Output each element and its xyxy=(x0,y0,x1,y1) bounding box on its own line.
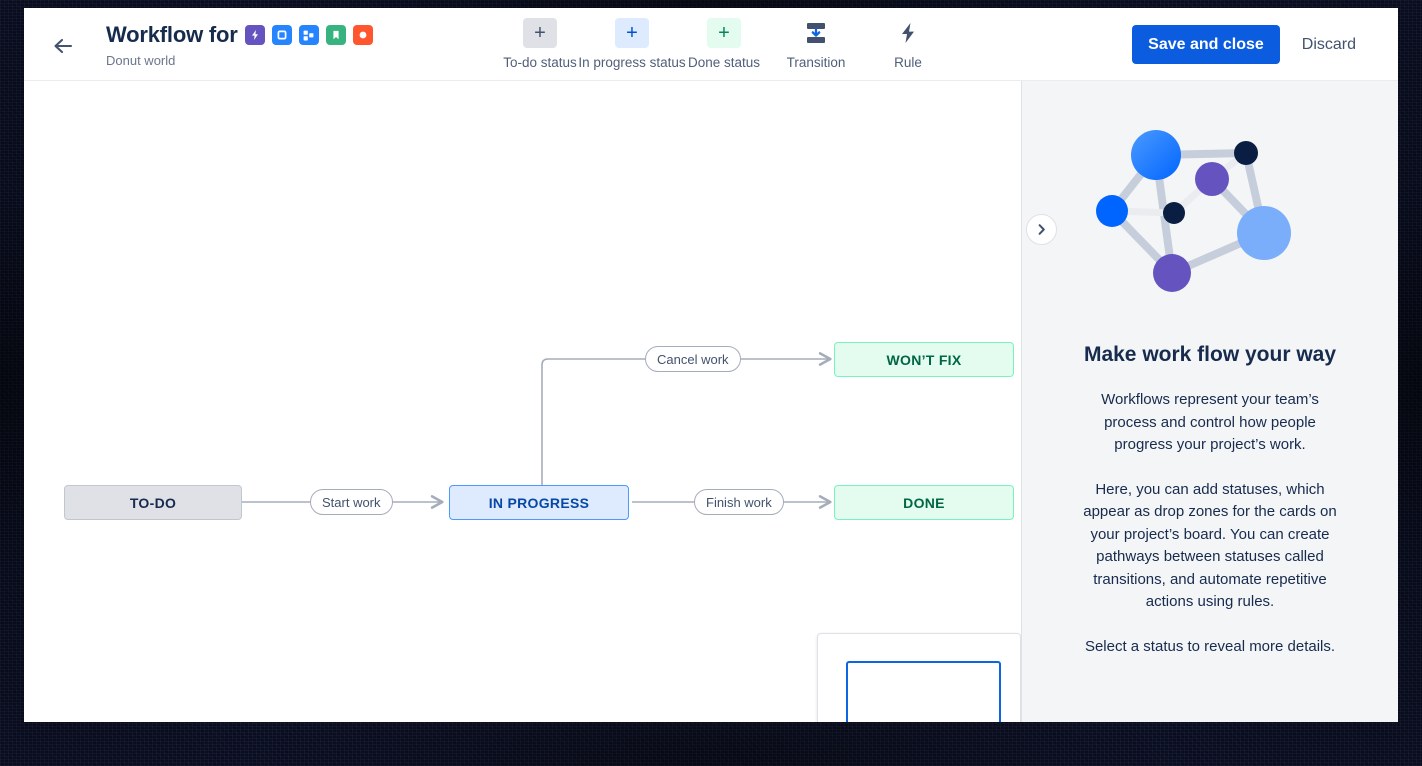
connector-lines xyxy=(242,352,832,509)
plus-icon: + xyxy=(523,18,557,48)
add-todo-status-button[interactable]: + To-do status xyxy=(494,18,586,70)
save-and-close-button[interactable]: Save and close xyxy=(1132,25,1280,64)
info-side-panel: Make work flow your way Workflows repres… xyxy=(1022,81,1398,722)
minimap-panel[interactable] xyxy=(817,633,1021,722)
editor-toolbar: + To-do status + In progress status + Do… xyxy=(494,18,954,70)
status-node-in-progress[interactable]: IN PROGRESS xyxy=(449,485,629,520)
plus-icon: + xyxy=(615,18,649,48)
add-in-progress-status-button[interactable]: + In progress status xyxy=(578,18,686,70)
plus-icon: + xyxy=(707,18,741,48)
chevron-right-icon[interactable] xyxy=(1026,214,1057,245)
panel-paragraph-1: Workflows represent your team’s process … xyxy=(1101,391,1319,453)
workflow-editor-window: Workflow for xyxy=(24,8,1398,722)
panel-paragraph-3: Select a status to reveal more details. xyxy=(1084,637,1336,655)
transition-pill-cancel-work[interactable]: Cancel work xyxy=(645,346,741,372)
transition-pill-start-work[interactable]: Start work xyxy=(310,489,393,515)
toolbar-label: To-do status xyxy=(503,55,577,70)
add-rule-button[interactable]: Rule xyxy=(862,18,954,70)
add-transition-button[interactable]: Transition xyxy=(770,18,862,70)
status-node-done[interactable]: DONE xyxy=(834,485,1014,520)
add-done-status-button[interactable]: + Done status xyxy=(678,18,770,70)
status-node-todo[interactable]: TO-DO xyxy=(64,485,242,520)
app-header: Workflow for xyxy=(24,8,1398,81)
toolbar-label: Transition xyxy=(786,55,846,70)
transition-pill-finish-work[interactable]: Finish work xyxy=(694,489,784,515)
panel-heading: Make work flow your way xyxy=(1083,343,1337,366)
toolbar-label: In progress status xyxy=(578,55,686,70)
header-actions: Save and close Discard xyxy=(1132,25,1370,64)
workflow-canvas[interactable]: TO-DO IN PROGRESS DONE WON’T FIX Start w… xyxy=(24,81,1021,722)
circle-filled-icon xyxy=(352,25,373,45)
toolbar-label: Done status xyxy=(687,55,761,70)
workflow-network-illustration xyxy=(1096,130,1291,292)
square-outline-icon xyxy=(271,25,292,45)
minimap-viewport-rect[interactable] xyxy=(846,661,1001,722)
panel-divider xyxy=(1021,81,1022,722)
page-title: Workflow for xyxy=(106,22,238,47)
lightning-bolt-icon xyxy=(244,25,265,45)
project-subtitle: Donut world xyxy=(106,53,176,68)
title-block: Workflow for xyxy=(106,20,373,68)
editor-body: TO-DO IN PROGRESS DONE WON’T FIX Start w… xyxy=(24,81,1398,722)
panel-paragraph-2: Here, you can add statuses, which appear… xyxy=(1083,480,1337,611)
lightning-bolt-icon xyxy=(891,18,925,48)
toolbar-label: Rule xyxy=(894,55,922,70)
sitemap-icon xyxy=(298,25,319,45)
bookmark-icon xyxy=(325,25,346,45)
transition-icon xyxy=(799,18,833,48)
title-row: Workflow for xyxy=(106,20,373,50)
discard-button[interactable]: Discard xyxy=(1288,25,1370,64)
back-arrow-icon[interactable] xyxy=(50,34,78,58)
status-node-wont-fix[interactable]: WON’T FIX xyxy=(834,342,1014,377)
